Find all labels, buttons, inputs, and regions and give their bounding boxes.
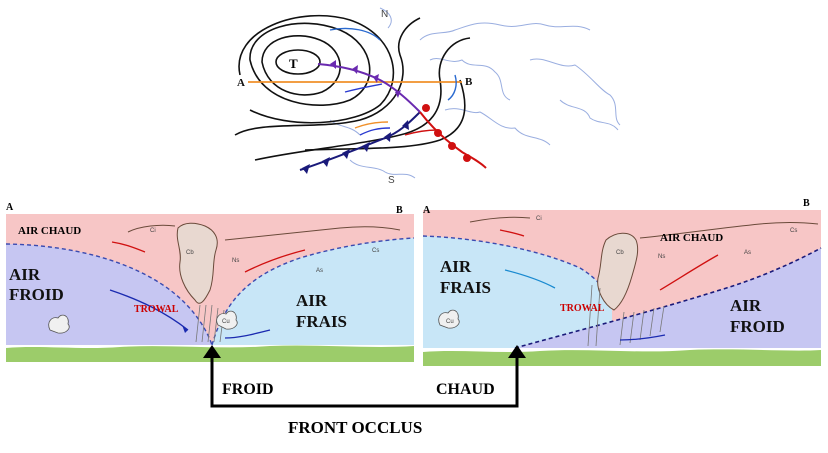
right-corner-b: B [803,198,810,209]
left-cumulus-front [216,310,238,330]
right-trowal-label: TROWAL [560,303,605,314]
right-cold-air [515,248,821,348]
right-cloud-cu: Cu [446,319,454,325]
left-cloud-ci: Ci [150,228,156,234]
left-corner-b: B [396,205,403,216]
left-trowal-label: TROWAL [134,304,179,315]
map-north-label: N [381,9,388,20]
chaud-label: CHAUD [436,381,495,398]
left-cross-section: A B AIR CHAUD AIR FROID AIR FRAIS TROWAL… [5,202,415,362]
isobars [234,14,471,161]
right-arrow-head [508,345,526,358]
right-air-frais-1: AIR [440,257,472,276]
cold-front-triangles [302,120,409,174]
right-corner-a: A [423,205,431,216]
warm-front-line [419,111,487,169]
left-corner-a: A [6,202,14,213]
left-cloud-cs: Cs [372,248,379,254]
left-cloud-cb: Cb [186,250,194,256]
map-point-b: B [465,76,473,88]
front-occlus-title: FRONT OCCLUS [288,418,422,437]
left-cirrus-sketch [127,224,176,233]
left-flow-arrows [109,241,306,339]
connector-bracket [210,352,519,408]
right-cloud-ns: Ns [658,254,665,260]
front-occlus-connector: FROID CHAUD FRONT OCCLUS [203,345,526,437]
left-air-frais-1: AIR [296,291,328,310]
left-cumulonimbus [176,222,218,304]
right-cumulus-small [438,309,460,329]
left-air-frais-2: FRAIS [296,312,347,331]
left-cloud-cu: Cu [222,319,230,325]
left-cool-air [212,238,414,345]
left-cool-front-surface [211,237,415,346]
left-cirrostratus-sketch [224,226,401,241]
right-rain-streaks [587,284,665,347]
left-cumulus-small [48,314,70,334]
right-cold-front-surface [514,247,822,349]
froid-label: FROID [222,381,274,398]
right-cirrostratus-sketch [639,222,819,239]
left-rain-streaks [195,304,225,343]
right-cumulonimbus [597,232,639,311]
right-ground [423,349,821,366]
synoptic-map: A B N S T [234,7,621,186]
right-cirrus-sketch [469,216,531,223]
map-point-a: A [237,77,245,89]
left-air-chaud: AIR CHAUD [18,225,81,237]
right-cloud-as: As [744,250,751,256]
low-pressure-label: T [289,56,298,71]
left-cold-front-surface [5,243,213,346]
left-cloud-ns: Ns [232,258,239,264]
right-cross-section: A B AIR CHAUD AIR FRAIS AIR FROID TROWAL… [422,198,822,366]
right-cloud-cb: Cb [616,250,624,256]
right-cool-air [423,236,612,348]
map-south-label: S [388,175,395,186]
left-arrow-head [203,345,221,358]
occluded-front-symbols [330,60,401,98]
right-flow-arrows [499,229,719,341]
right-air-frais-2: FRAIS [440,278,491,297]
left-air-froid-2: FROID [9,285,64,304]
right-air-froid-1: AIR [730,296,762,315]
left-air-froid-1: AIR [9,265,41,284]
right-air-chaud: AIR CHAUD [660,232,723,244]
warm-front-semicircles [422,104,471,162]
right-cloud-ci: Ci [536,216,542,222]
right-air-froid-2: FROID [730,317,785,336]
right-cloud-cs: Cs [790,228,797,234]
flow-arrows [329,27,457,136]
left-cloud-as: As [316,268,323,274]
